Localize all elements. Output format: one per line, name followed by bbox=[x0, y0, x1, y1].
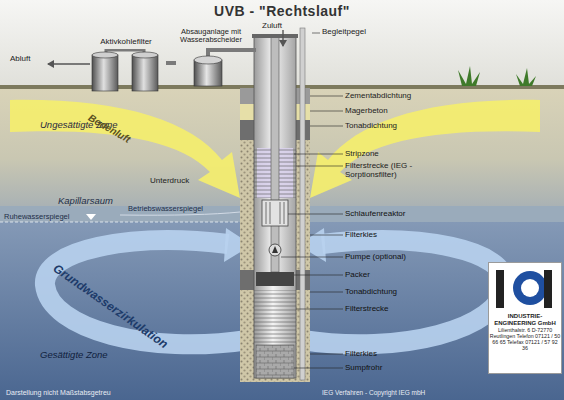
part-label: Tonabdichtung bbox=[345, 121, 397, 130]
part-label: Schlaufenreaktor bbox=[345, 209, 405, 218]
leader-line bbox=[294, 368, 343, 369]
tank-top bbox=[194, 56, 222, 64]
part-label: Gesättigte Zone bbox=[40, 350, 108, 361]
part-label: Filterstrecke bbox=[345, 304, 389, 313]
tank bbox=[132, 55, 158, 91]
logo-bar bbox=[496, 270, 504, 308]
node-heading: INDUSTRIE- ENGINEERING GmbH bbox=[489, 313, 561, 326]
well bbox=[240, 28, 310, 382]
tank-top bbox=[132, 52, 158, 58]
part-label: Ruhewasserspiegel bbox=[4, 213, 69, 222]
leader-line bbox=[310, 111, 343, 112]
leader-line bbox=[312, 33, 320, 34]
packer bbox=[256, 272, 294, 286]
leader-line bbox=[296, 309, 343, 310]
soil-air-arrow bbox=[10, 100, 240, 198]
part-label: Stripzone bbox=[345, 149, 379, 158]
leader-line bbox=[310, 292, 343, 293]
part-label: Magerbeton bbox=[345, 106, 388, 115]
inflow-arrow bbox=[282, 30, 283, 46]
groundwater-arrow bbox=[302, 240, 505, 344]
part-label: Zementabdichtung bbox=[345, 91, 411, 100]
tank-top bbox=[92, 52, 118, 58]
node-text-group: Absauganlage mit Wasserabscheider bbox=[176, 28, 246, 45]
part-label: Darstellung nicht Maßstabsgetreu bbox=[6, 389, 111, 397]
well-cap bbox=[252, 34, 298, 38]
tank bbox=[92, 55, 118, 91]
part-label: Tonabdichtung bbox=[345, 287, 397, 296]
loop-reactor bbox=[262, 200, 288, 226]
part-label: Unterdruck bbox=[150, 176, 189, 185]
part-label: Kapillarsaum bbox=[58, 196, 113, 207]
suction-unit: Absauganlage mit Wasserabscheider bbox=[176, 28, 246, 88]
node-heading: Absauganlage mit Wasserabscheider bbox=[176, 28, 246, 45]
part-label: Begleitpegel bbox=[322, 27, 366, 36]
leader-line bbox=[310, 126, 343, 127]
node-text-group: Aktivkohlefilter bbox=[86, 38, 166, 47]
leader-line bbox=[288, 214, 343, 215]
leader-line bbox=[296, 166, 343, 167]
company-box: INDUSTRIE- ENGINEERING GmbH Lilienthalstr… bbox=[488, 262, 562, 374]
grass-tuft bbox=[516, 68, 536, 86]
leader-line bbox=[310, 96, 343, 97]
node-body: Lilienthalstr. 6 D-72770 Reutlingen Tele… bbox=[489, 328, 561, 351]
node-heading: Aktivkohlefilter bbox=[86, 38, 166, 47]
separator-tank bbox=[176, 50, 246, 90]
water-table-line bbox=[0, 222, 240, 223]
carbon-filter: Aktivkohlefilter bbox=[86, 38, 166, 95]
logo-ring bbox=[513, 271, 547, 305]
pump-symbol bbox=[272, 246, 278, 253]
exhaust-arrow bbox=[48, 63, 90, 65]
part-label: Packer bbox=[345, 270, 370, 279]
part-label: Betriebswasserspiegel bbox=[128, 205, 203, 214]
monitoring-tube bbox=[300, 28, 305, 380]
carbon-filter-tanks bbox=[86, 49, 166, 95]
leader-line bbox=[310, 235, 343, 236]
node-text-group: INDUSTRIE- ENGINEERING GmbH Lilienthalstr… bbox=[489, 263, 561, 351]
water-table-symbol bbox=[86, 214, 96, 220]
logo-bar bbox=[544, 270, 552, 308]
filter-slots bbox=[254, 290, 296, 345]
part-label: Zuluft bbox=[262, 21, 282, 30]
leader-lines bbox=[281, 33, 343, 368]
pump-symbol bbox=[269, 244, 281, 256]
part-label: IEG Verfahren - Copyright IEG mbH bbox=[322, 389, 425, 396]
part-label: Filterkies bbox=[345, 349, 377, 358]
loop-reactor-tubes bbox=[266, 202, 284, 224]
soil-air-arrow bbox=[310, 100, 540, 198]
part-label: Sumpfrohr bbox=[345, 363, 382, 372]
casing bbox=[254, 36, 296, 378]
grass-tuft bbox=[458, 66, 480, 86]
leader-line bbox=[294, 154, 343, 155]
sump-pipe bbox=[256, 345, 294, 378]
logo-ring bbox=[521, 279, 539, 297]
part-label: Pumpe (optional) bbox=[345, 252, 406, 261]
pipe-connector bbox=[166, 61, 176, 65]
leader-line bbox=[281, 257, 343, 258]
part-label: Filterkies bbox=[345, 230, 377, 239]
company-logo bbox=[490, 266, 562, 312]
part-label: Filterstrecke (IEG - Sorptionsfilter) bbox=[345, 161, 441, 179]
leader-line bbox=[294, 275, 343, 276]
part-label: Abluft bbox=[10, 54, 30, 63]
inner-pipe bbox=[271, 36, 279, 272]
leader-line bbox=[310, 354, 343, 355]
diagram-title: UVB - "Rechtslauf" bbox=[0, 3, 564, 19]
